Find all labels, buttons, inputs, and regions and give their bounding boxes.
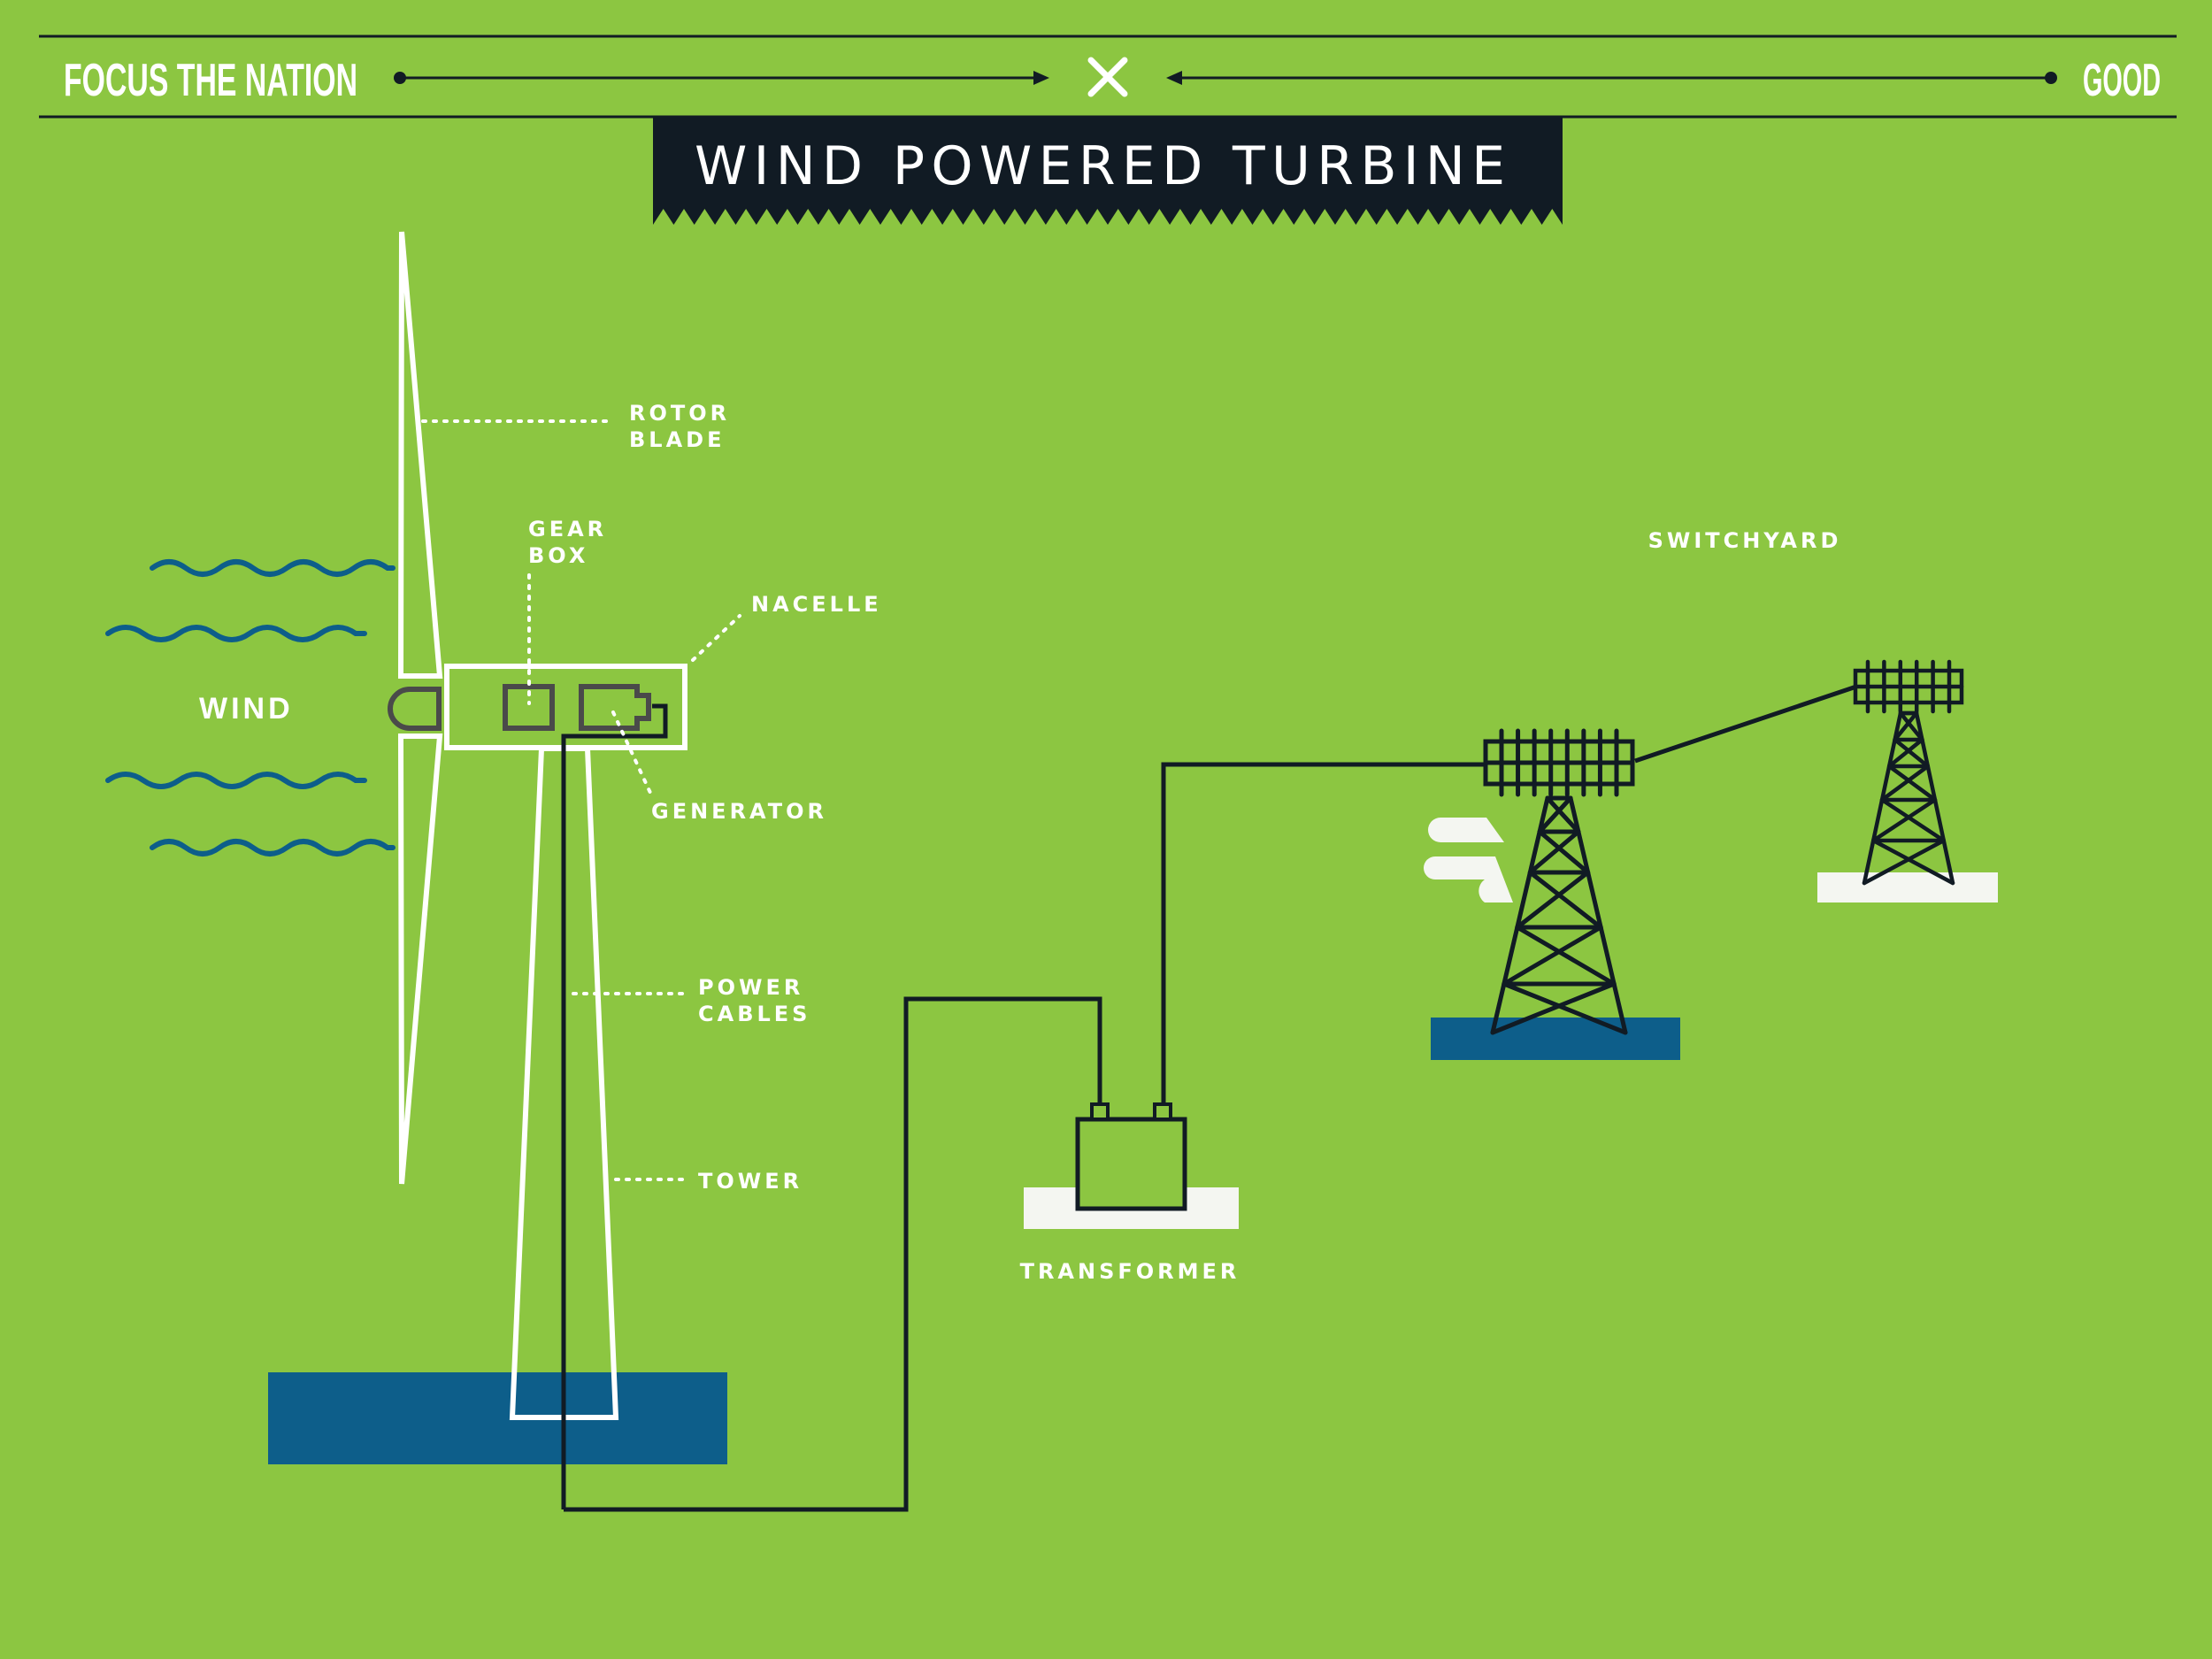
- transformer-label: TRANSFORMER: [1020, 1259, 1240, 1284]
- large-tower-foundation: [1431, 1018, 1680, 1060]
- transmission-tower-small: [1853, 659, 1964, 886]
- rotor-blade-label-line1: ROTOR: [629, 401, 730, 426]
- page-title: WIND POWERED TURBINE: [695, 135, 1517, 197]
- rotor-blade-upper: [397, 231, 443, 679]
- focus-the-nation-logo: FOCUS THE NATION: [64, 55, 357, 106]
- generator-leader: [611, 710, 652, 795]
- power-cables-label-line2: CABLES: [698, 1002, 810, 1026]
- rotor-blade-lower: [397, 733, 443, 1185]
- good-logo: GOOD: [2083, 55, 2161, 106]
- rotor-blade-label-line2: BLADE: [629, 427, 725, 452]
- callouts: ROTOR BLADE GEAR BOX NACELLE GENERATOR P…: [421, 401, 1842, 1284]
- cable-to-transformer: [564, 996, 1102, 1512]
- title-banner-background: [653, 118, 1563, 225]
- wind-wave-2: [105, 625, 367, 642]
- header: FOCUS THE NATION GOOD: [39, 35, 2177, 119]
- generator: [579, 684, 651, 731]
- gear-box: [503, 684, 555, 731]
- wind-turbine: [268, 231, 727, 1509]
- small-tower-pad: [1817, 872, 1998, 902]
- right-pointing-arrowhead-icon: [1033, 71, 1049, 85]
- transformer-box: [1075, 1117, 1187, 1211]
- transmission-tower-large: [1483, 728, 1635, 1035]
- tower-label: TOWER: [698, 1169, 803, 1194]
- transformer-terminal-left: [1090, 1102, 1110, 1121]
- rotor-hub: [388, 687, 442, 731]
- power-cables-label-line1: POWER: [698, 975, 803, 1000]
- close-x-icon: [1087, 57, 1128, 97]
- wind-wave-4: [150, 839, 396, 856]
- transformer: [1024, 1102, 1239, 1229]
- transformer-terminal-right: [1153, 1102, 1172, 1121]
- wind-waves: WIND: [105, 559, 396, 856]
- wind-wave-3: [105, 772, 367, 789]
- nacelle-leader: [691, 614, 741, 662]
- switchyard: [1424, 659, 1998, 1060]
- transmission-line: [1634, 684, 1857, 764]
- nacelle-label: NACELLE: [751, 592, 882, 617]
- switchyard-label: SWITCHYARD: [1648, 528, 1842, 553]
- power-lines: [564, 684, 1857, 1512]
- cloud-icon: [1424, 818, 1513, 902]
- left-pointing-arrowhead-icon: [1166, 71, 1182, 85]
- power-cable-tower: [561, 703, 668, 1509]
- wind-label: WIND: [199, 692, 294, 726]
- gear-box-label-line1: GEAR: [528, 517, 607, 541]
- title-banner: WIND POWERED TURBINE: [653, 118, 1563, 225]
- gear-box-label-line2: BOX: [528, 543, 588, 568]
- cable-to-switchyard: [1161, 762, 1486, 1104]
- generator-label: GENERATOR: [651, 799, 827, 824]
- wind-wave-1: [150, 559, 396, 577]
- turbine-foundation: [268, 1372, 727, 1464]
